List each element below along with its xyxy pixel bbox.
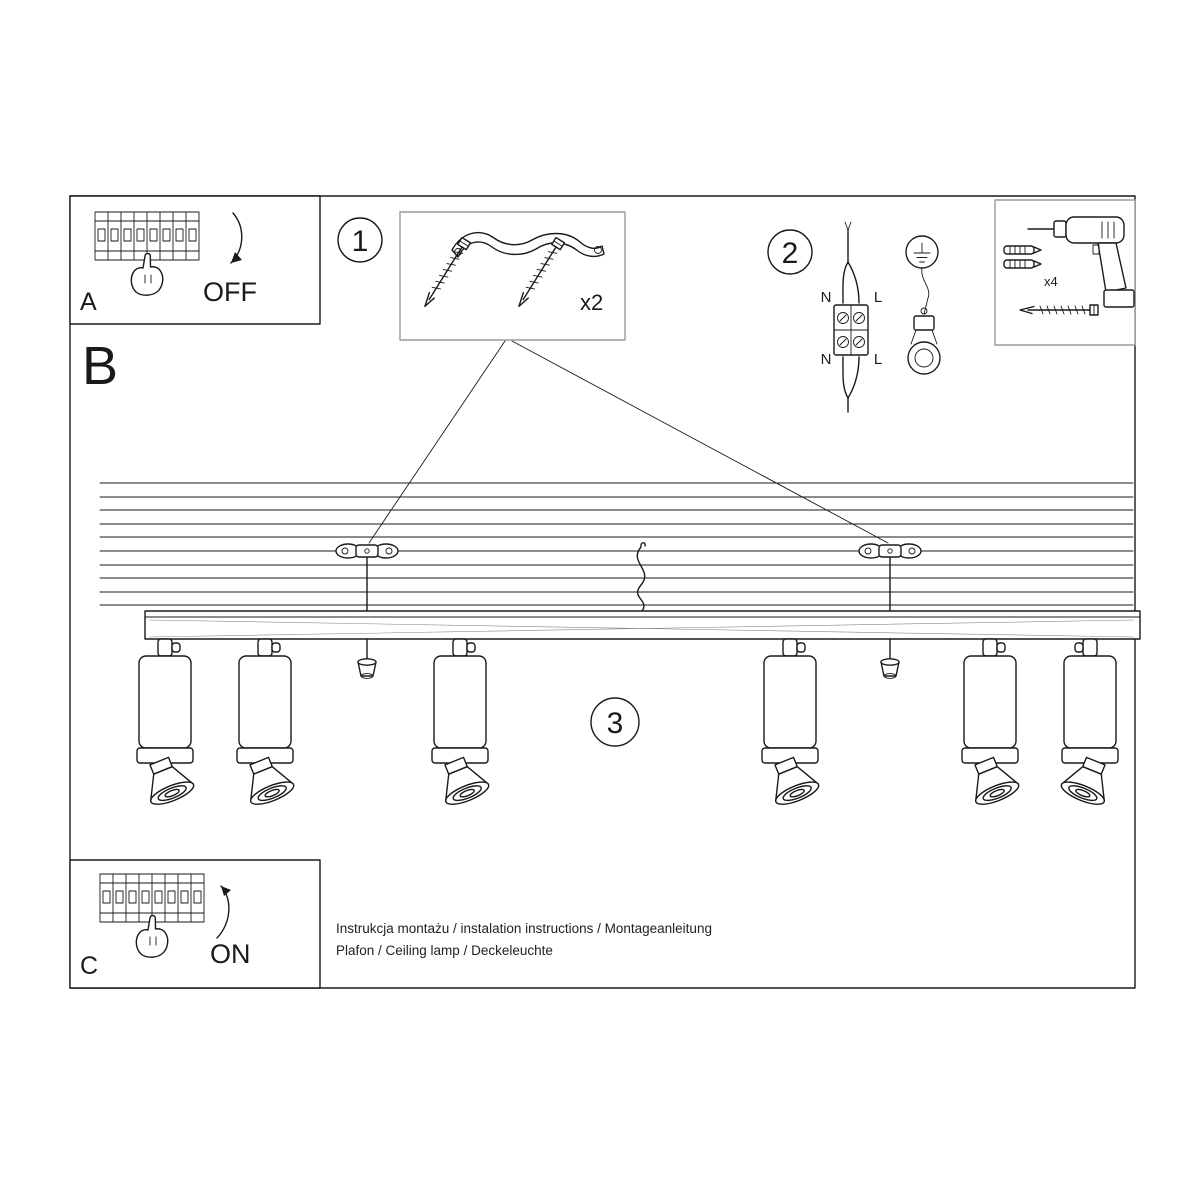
ceiling-hatch: [99, 482, 1134, 606]
breaker-panel-off-icon: [94, 211, 200, 261]
step-3-number: 3: [607, 707, 624, 740]
step-1-badge: 1: [337, 217, 383, 263]
cover-cap-right: [880, 638, 900, 680]
breaker-panel-on-icon: [99, 873, 205, 923]
step-2-badge: 2: [767, 229, 813, 275]
wire-n-label-top: N: [821, 289, 832, 306]
ceiling-bracket-right: [858, 543, 922, 612]
leader-line-right: [511, 340, 889, 544]
step-2-number: 2: [782, 237, 799, 270]
mounting-rail: [144, 610, 1141, 640]
cover-cap-left: [357, 638, 377, 680]
spotlight-6: [1057, 638, 1119, 810]
panel-c: ON C: [69, 859, 321, 989]
terminal-block: [833, 304, 869, 356]
mounting-bracket-part: [451, 231, 605, 258]
step-3-badge: 3: [590, 697, 640, 747]
anchor-quantity-label: x4: [1044, 274, 1058, 289]
parts-box: x2: [399, 211, 626, 341]
wiring-diagram: N L N L: [821, 221, 941, 413]
panel-a-label: A: [80, 288, 97, 316]
arrow-down-icon: [230, 212, 243, 264]
spotlight-4: [761, 638, 823, 810]
bracket-quantity-label: x2: [580, 290, 603, 315]
spotlight-5: [961, 638, 1023, 810]
wire-l-label-bottom: L: [874, 351, 882, 368]
arrow-up-icon: [216, 885, 231, 939]
panel-a: OFF A: [69, 195, 321, 325]
leader-line-left: [368, 340, 506, 544]
earth-symbol: [905, 235, 939, 269]
instructions-text-line1: Instrukcja montażu / instalation instruc…: [336, 921, 712, 936]
wire-l-label-top: L: [874, 289, 882, 306]
wire-n-label-bottom: N: [821, 351, 832, 368]
tools-box: x4: [994, 199, 1136, 346]
step-1-number: 1: [352, 225, 369, 258]
drill-icon: [1027, 216, 1135, 308]
panel-c-label: C: [80, 952, 98, 980]
power-wire: [636, 542, 646, 612]
spotlight-2: [236, 638, 298, 810]
spotlight-3: [431, 638, 493, 810]
spotlight-1: [136, 638, 198, 810]
section-b-label: B: [82, 336, 118, 396]
off-label: OFF: [203, 277, 257, 307]
page-frame: [69, 195, 1136, 989]
instructions-text-line2: Plafon / Ceiling lamp / Deckeleuchte: [336, 943, 553, 958]
on-label: ON: [210, 939, 251, 969]
ceiling-bracket-left: [335, 543, 399, 612]
ground-clamp: [907, 267, 941, 375]
